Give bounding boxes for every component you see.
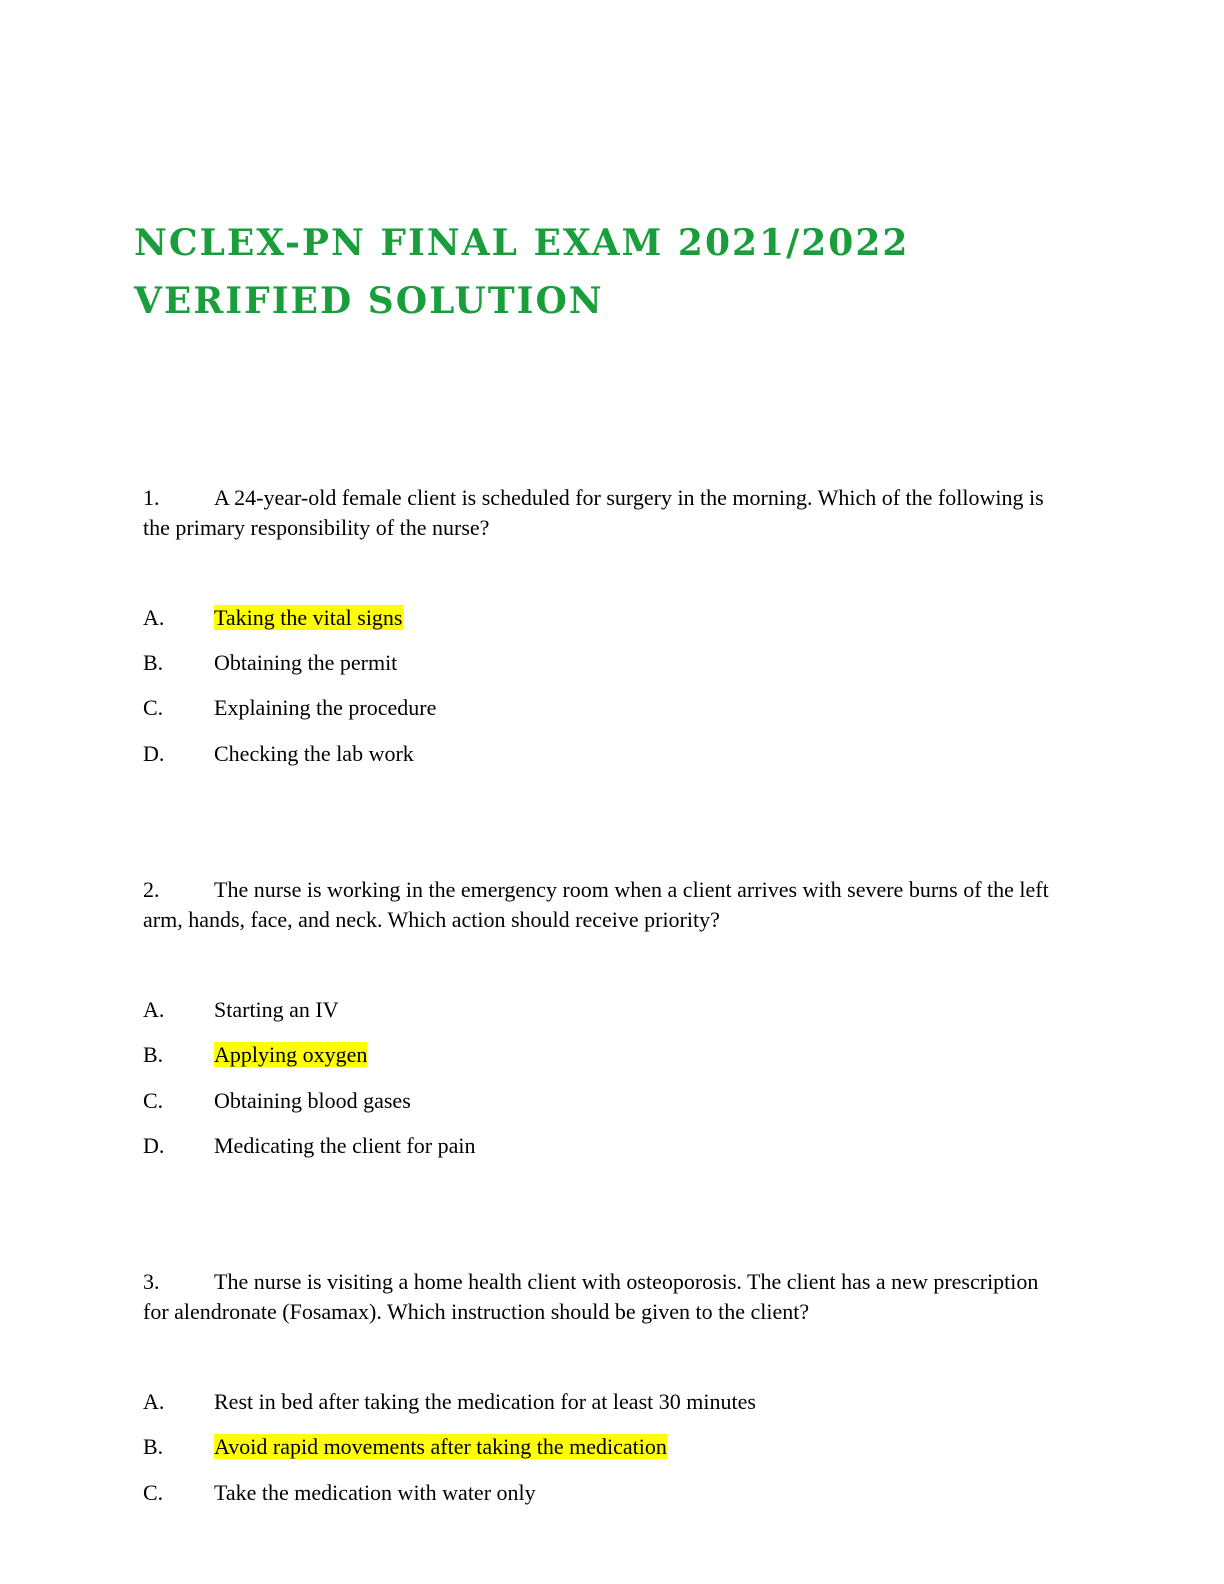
option-letter: A.: [143, 997, 165, 1022]
option-text: Rest in bed after taking the medication …: [214, 1389, 756, 1414]
option-1b: B. Obtaining the permit: [143, 649, 1063, 677]
option-letter: B.: [143, 1434, 164, 1459]
option-text: Starting an IV: [214, 997, 339, 1022]
option-text: Obtaining the permit: [214, 650, 398, 675]
option-text: Take the medication with water only: [214, 1480, 536, 1505]
option-letter: C.: [143, 1088, 164, 1113]
option-text: Medicating the client for pain: [214, 1133, 476, 1158]
question-number: 1.: [143, 485, 160, 510]
question-number: 2.: [143, 877, 160, 902]
option-2b: B. Applying oxygen: [143, 1041, 1063, 1069]
question-text: The nurse is visiting a home health clie…: [143, 1269, 1039, 1324]
option-3c: C. Take the medication with water only: [143, 1479, 1063, 1507]
title-line-1: NCLEX-PN FINAL EXAM 2021/2022: [134, 222, 910, 264]
question-text: A 24-year-old female client is scheduled…: [143, 485, 1044, 540]
option-letter: A.: [143, 605, 165, 630]
option-1a: A. Taking the vital signs: [143, 604, 1063, 632]
question-1: 1.A 24-year-old female client is schedul…: [143, 483, 1063, 543]
option-2c: C. Obtaining blood gases: [143, 1087, 1063, 1115]
option-letter: C.: [143, 1480, 164, 1505]
option-letter: D.: [143, 1133, 165, 1158]
option-letter: D.: [143, 741, 165, 766]
question-2: 2.The nurse is working in the emergency …: [143, 875, 1063, 935]
title-line-2: VERIFIED SOLUTION: [134, 280, 604, 322]
option-2d: D. Medicating the client for pain: [143, 1132, 1063, 1160]
option-1d: D. Checking the lab work: [143, 740, 1063, 768]
question-text: The nurse is working in the emergency ro…: [143, 877, 1049, 932]
option-3b: B. Avoid rapid movements after taking the…: [143, 1433, 1063, 1461]
question-3: 3.The nurse is visiting a home health cl…: [143, 1267, 1063, 1327]
option-letter: A.: [143, 1389, 165, 1414]
option-text: Checking the lab work: [214, 741, 414, 766]
document-title: NCLEX-PN FINAL EXAM 2021/2022 VERIFIED S…: [134, 214, 1094, 330]
option-text: Obtaining blood gases: [214, 1088, 411, 1113]
option-text-highlighted: Applying oxygen: [214, 1042, 368, 1067]
option-letter: C.: [143, 695, 164, 720]
option-text-highlighted: Avoid rapid movements after taking the m…: [214, 1434, 667, 1459]
option-text-highlighted: Taking the vital signs: [214, 605, 403, 630]
option-3a: A. Rest in bed after taking the medicatio…: [143, 1388, 1063, 1416]
option-text: Explaining the procedure: [214, 695, 437, 720]
option-letter: B.: [143, 1042, 164, 1067]
option-1c: C. Explaining the procedure: [143, 694, 1063, 722]
option-letter: B.: [143, 650, 164, 675]
question-number: 3.: [143, 1269, 160, 1294]
option-2a: A. Starting an IV: [143, 996, 1063, 1024]
